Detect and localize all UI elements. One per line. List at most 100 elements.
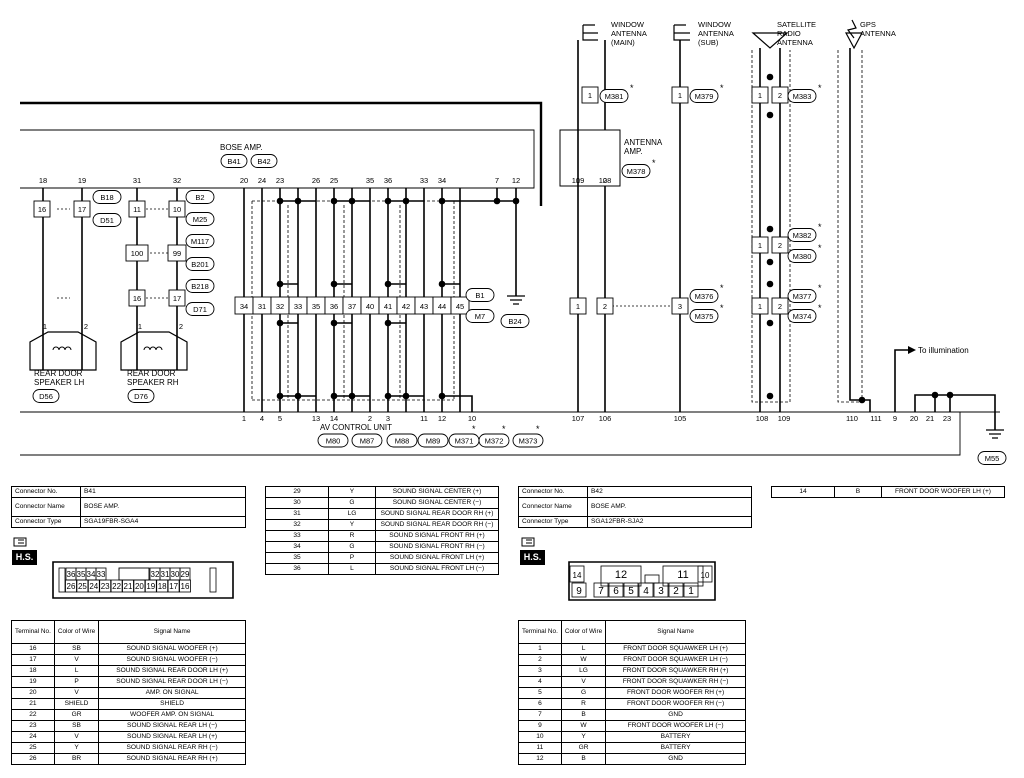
- terminal-box: 10: [168, 200, 186, 218]
- connector-ovals: B18D51B2M25M117B201B218D71B1M7B24M381*M3…: [32, 83, 1007, 465]
- svg-text:1: 1: [758, 302, 762, 311]
- terminal-box: 99: [167, 244, 187, 262]
- svg-text:2: 2: [368, 414, 372, 423]
- joint-pin-box: 31: [252, 296, 272, 315]
- svg-text:34: 34: [240, 302, 248, 311]
- connector-oval: M380*: [787, 243, 822, 263]
- connector-oval: M88: [386, 433, 418, 448]
- svg-text:32: 32: [276, 302, 284, 311]
- svg-text:1: 1: [43, 322, 47, 331]
- svg-text:6: 6: [613, 586, 619, 597]
- svg-text:99: 99: [173, 249, 181, 258]
- svg-text:30: 30: [171, 570, 180, 579]
- connector-oval: B42: [250, 154, 278, 168]
- svg-text:B218: B218: [191, 282, 209, 291]
- svg-text:29: 29: [181, 570, 190, 579]
- joint-pin-box: 41: [378, 296, 398, 315]
- svg-text:40: 40: [366, 302, 374, 311]
- svg-text:21: 21: [926, 414, 934, 423]
- svg-text:1: 1: [688, 586, 694, 597]
- svg-text:D56: D56: [39, 392, 53, 401]
- svg-text:M117: M117: [191, 237, 209, 246]
- svg-text:19: 19: [146, 582, 155, 591]
- svg-text:M379: M379: [695, 92, 714, 101]
- svg-text:2: 2: [673, 586, 679, 597]
- svg-text:SATELLITE: SATELLITE: [777, 20, 816, 29]
- svg-text:9: 9: [576, 586, 582, 597]
- joint-pin-box: 36: [324, 296, 344, 315]
- svg-text:2: 2: [778, 241, 782, 250]
- wiring-diagram: BOSE AMP. AV CONTROL UNIT To illuminatio…: [20, 19, 1007, 465]
- svg-text:110: 110: [846, 414, 858, 423]
- svg-text:1: 1: [576, 176, 580, 185]
- svg-text:ANTENNA: ANTENNA: [777, 38, 813, 47]
- svg-text:*: *: [720, 283, 724, 293]
- svg-text:B1: B1: [475, 291, 484, 300]
- connector-oval: M378*: [621, 158, 656, 178]
- svg-text:33: 33: [97, 570, 106, 579]
- svg-text:36: 36: [384, 176, 392, 185]
- svg-text:M89: M89: [426, 437, 441, 446]
- svg-text:14: 14: [573, 571, 582, 580]
- b41-connector-no: B41: [80, 486, 246, 498]
- svg-text:24: 24: [258, 176, 266, 185]
- svg-text:31: 31: [161, 570, 170, 579]
- svg-text:34: 34: [87, 570, 96, 579]
- connector-oval: B201: [185, 257, 215, 271]
- svg-text:109: 109: [778, 414, 791, 423]
- svg-text:12: 12: [615, 569, 627, 581]
- terminal-box: 2: [771, 297, 789, 315]
- svg-text:1: 1: [576, 302, 580, 311]
- svg-text:3: 3: [658, 586, 664, 597]
- outer-harness-line: [20, 101, 543, 206]
- connector-oval: D56: [32, 389, 60, 403]
- svg-text:B18: B18: [100, 193, 113, 202]
- svg-text:31: 31: [133, 176, 141, 185]
- joint-pin-box: 32: [270, 296, 290, 315]
- svg-text:D51: D51: [100, 216, 114, 225]
- svg-text:REAR DOOR: REAR DOOR: [127, 369, 176, 378]
- svg-text:WINDOW: WINDOW: [698, 20, 732, 29]
- svg-text:ANTENNA: ANTENNA: [611, 29, 647, 38]
- svg-text:32: 32: [151, 570, 160, 579]
- illumination-label: To illumination: [918, 346, 969, 355]
- connector-oval: D76: [127, 389, 155, 403]
- connector-oval: M382*: [787, 222, 822, 242]
- svg-text:36: 36: [330, 302, 338, 311]
- svg-text:7: 7: [598, 586, 604, 597]
- svg-text:11: 11: [133, 205, 141, 214]
- svg-text:16: 16: [181, 582, 190, 591]
- speaker-coil-icon: [143, 346, 163, 351]
- svg-text:M382: M382: [793, 231, 812, 240]
- svg-text:*: *: [818, 83, 822, 93]
- svg-text:ANTENNA: ANTENNA: [624, 138, 663, 147]
- svg-text:2: 2: [778, 91, 782, 100]
- svg-text:37: 37: [348, 302, 356, 311]
- terminal-box: 1: [576, 176, 580, 185]
- svg-text:1: 1: [242, 414, 246, 423]
- svg-text:M378: M378: [627, 167, 646, 176]
- connector-oval: M377*: [787, 283, 822, 303]
- svg-text:1: 1: [758, 241, 762, 250]
- svg-text:45: 45: [456, 302, 464, 311]
- connector-oval: M376*: [689, 283, 724, 303]
- terminal-box: 2: [596, 297, 614, 315]
- connector-oval: M374*: [787, 303, 822, 323]
